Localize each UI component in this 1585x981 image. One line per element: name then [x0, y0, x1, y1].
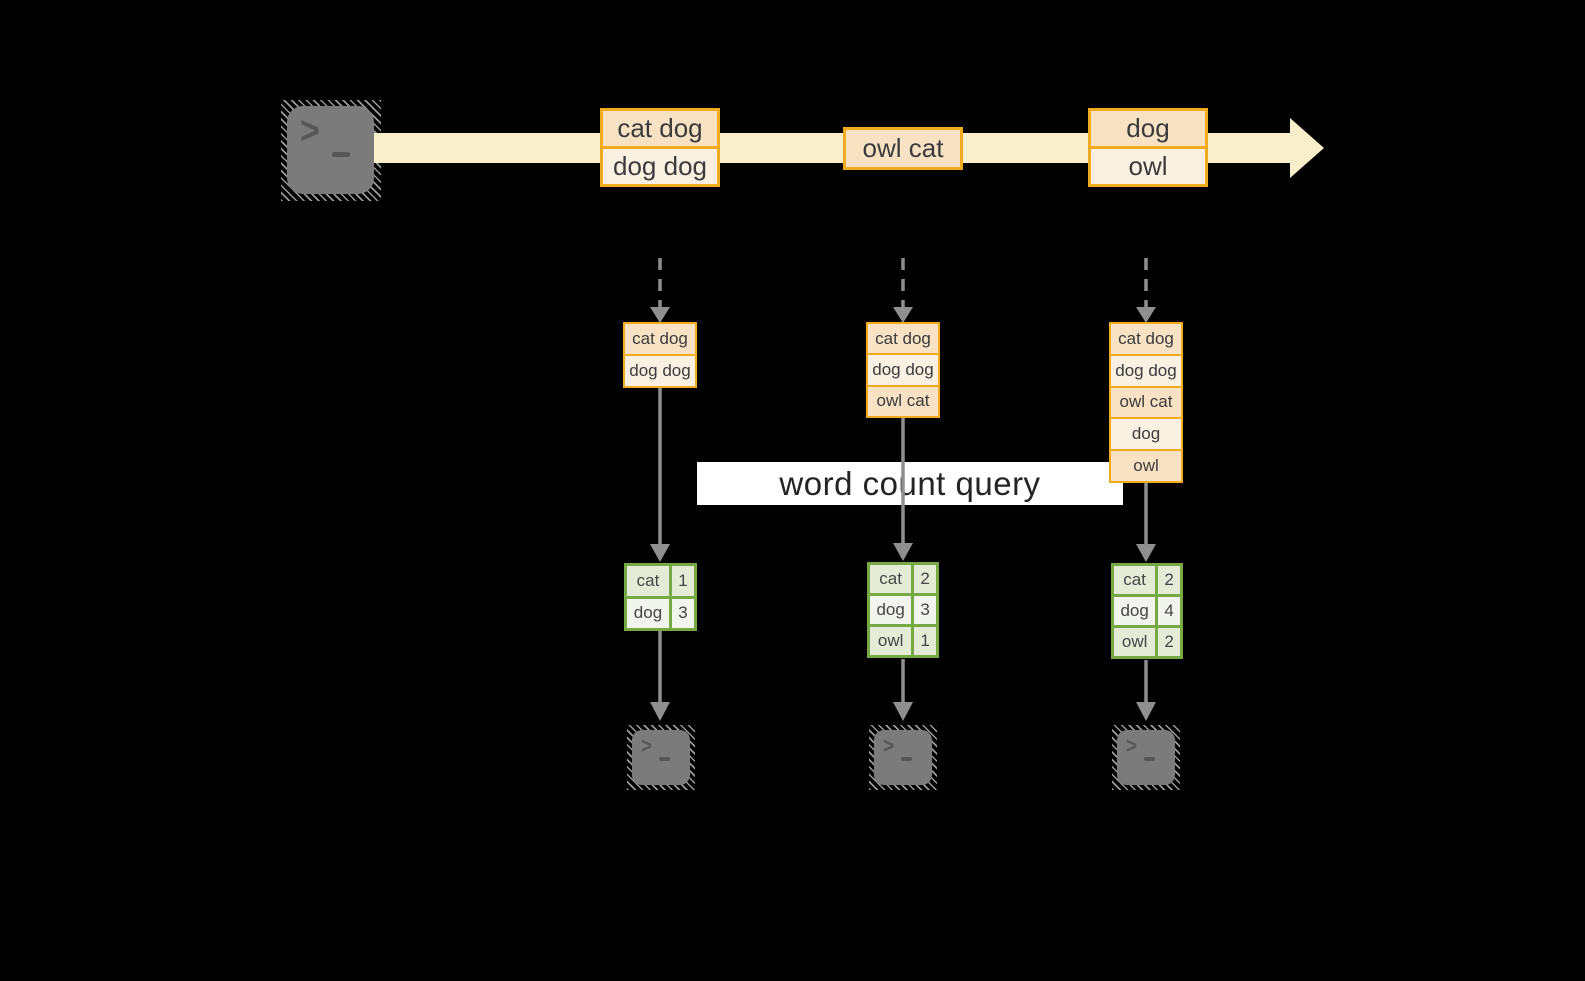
query-banner-label: word count query [779, 464, 1041, 502]
word-count-table-2: cat 2 dog 3 owl 1 [867, 562, 939, 658]
stream-message: cat dog [603, 111, 717, 146]
terminal-prompt-icon: > [883, 734, 895, 759]
stream-timeline-arrowhead-icon [1290, 118, 1324, 178]
stream-message: owl cat [846, 130, 960, 167]
word-cell: cat [870, 565, 912, 593]
consumer-terminal-1: > [627, 725, 695, 790]
producer-terminal-icon: > [287, 106, 374, 194]
word-cell: cat [627, 566, 669, 596]
word-count-table-3: cat 2 dog 4 owl 2 [1111, 563, 1183, 659]
buffered-message: owl [1111, 449, 1181, 481]
count-row: dog 4 [1114, 594, 1180, 625]
stream-message: dog [1091, 111, 1205, 146]
consumer-terminal-2: > [869, 725, 937, 790]
count-row: cat 2 [870, 565, 936, 593]
count-row: cat 2 [1114, 566, 1180, 594]
worker-input-buffer-2: cat dog dog dog owl cat [866, 322, 940, 418]
consumer-terminal-icon: > [1117, 730, 1175, 785]
worker-input-buffer-3: cat dog dog dog owl cat dog owl [1109, 322, 1183, 483]
count-row: owl 1 [870, 624, 936, 655]
word-cell: owl [1114, 628, 1156, 656]
terminal-prompt-icon: > [1126, 734, 1138, 759]
consumer-terminal-icon: > [874, 730, 932, 785]
stream-event-batch-3: dog owl [1088, 108, 1208, 187]
terminal-cursor-icon [1144, 757, 1155, 761]
stream-event-batch-1: cat dog dog dog [600, 108, 720, 187]
terminal-cursor-icon [659, 757, 670, 761]
word-cell: dog [870, 596, 912, 624]
word-cell: dog [1114, 597, 1156, 625]
count-cell: 4 [1155, 597, 1180, 625]
worker-input-buffer-1: cat dog dog dog [623, 322, 697, 388]
buffered-message: dog dog [1111, 353, 1181, 386]
buffered-message: dog dog [625, 354, 695, 386]
count-cell: 2 [1155, 566, 1180, 594]
stream-message: dog dog [603, 146, 717, 184]
count-cell: 1 [668, 566, 694, 596]
word-count-table-1: cat 1 dog 3 [624, 563, 697, 631]
consumer-terminal-3: > [1112, 725, 1180, 790]
word-cell: dog [627, 598, 669, 628]
buffered-message: cat dog [625, 324, 695, 354]
count-row: cat 1 [627, 566, 694, 596]
count-cell: 1 [911, 627, 936, 655]
count-cell: 3 [668, 598, 694, 628]
count-row: dog 3 [627, 595, 694, 628]
buffered-message: owl cat [1111, 385, 1181, 418]
stream-event-batch-2: owl cat [843, 127, 963, 170]
count-cell: 2 [911, 565, 936, 593]
buffered-message: dog [1111, 417, 1181, 450]
terminal-cursor-icon [901, 757, 912, 761]
count-row: dog 3 [870, 593, 936, 624]
consumer-terminal-icon: > [632, 730, 690, 785]
count-cell: 2 [1155, 628, 1180, 656]
query-banner: word count query [697, 462, 1123, 505]
word-cell: owl [870, 627, 912, 655]
terminal-cursor-icon [332, 152, 350, 157]
word-cell: cat [1114, 566, 1156, 594]
terminal-prompt-icon: > [641, 734, 653, 759]
buffered-message: owl cat [868, 384, 938, 416]
count-row: owl 2 [1114, 625, 1180, 656]
buffered-message: cat dog [1111, 324, 1181, 354]
count-cell: 3 [911, 596, 936, 624]
terminal-prompt-icon: > [300, 109, 320, 153]
buffered-message: dog dog [868, 353, 938, 385]
buffered-message: cat dog [868, 324, 938, 354]
stream-message: owl [1091, 146, 1205, 184]
